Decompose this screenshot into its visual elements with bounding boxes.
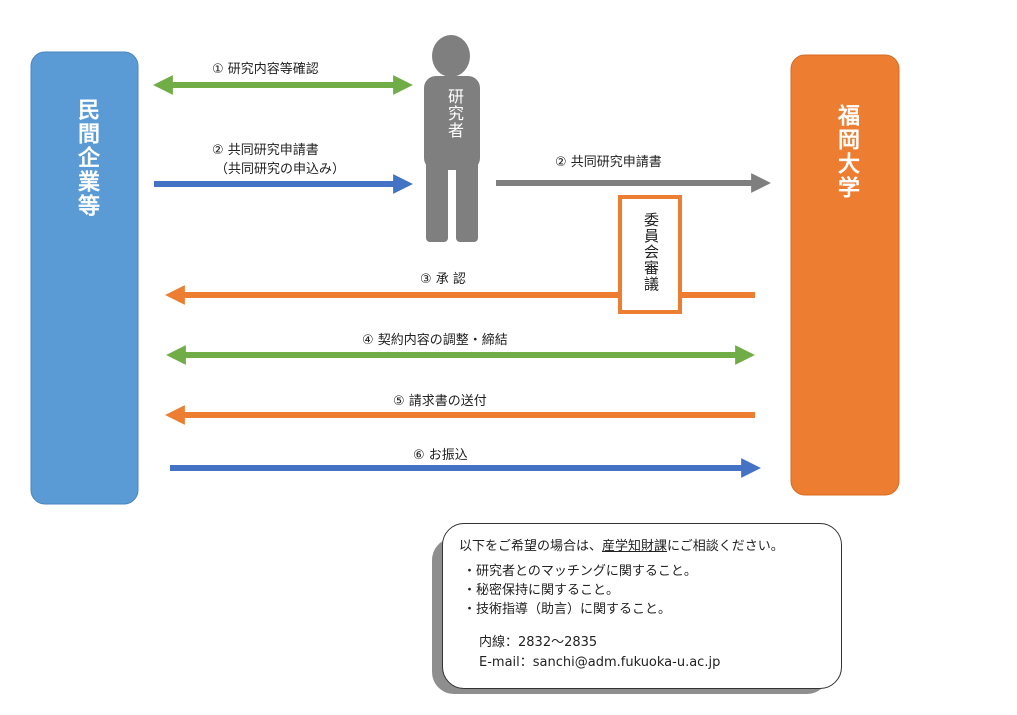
- step-4-label: ④ 契約内容の調整・締結: [362, 333, 508, 348]
- company-box: [30, 51, 139, 505]
- contact-item: ・技術指導（助言）に関すること。: [463, 602, 672, 617]
- researcher-label: 研究者: [445, 88, 464, 139]
- contact-email: E-mail：sanchi@adm.fukuoka-u.ac.jp: [479, 655, 721, 670]
- researcher-figure-icon: [424, 35, 480, 242]
- contact-extension: 内線：2832～2835: [479, 635, 598, 650]
- university-box: [790, 54, 900, 496]
- committee-label: 委員会審議: [642, 212, 660, 292]
- step-1-label: ① 研究内容等確認: [212, 62, 319, 77]
- contact-item: ・秘密保持に関すること。: [463, 583, 620, 598]
- contact-item: ・研究者とのマッチングに関すること。: [463, 564, 697, 579]
- contact-intro: 以下をご希望の場合は、産学知財課にご相談ください。: [459, 537, 784, 556]
- contact-intro-before: 以下をご希望の場合は、: [459, 539, 603, 554]
- step-2-label: ② 共同研究申請書: [212, 143, 319, 158]
- step-6-label: ⑥ お振込: [413, 448, 468, 463]
- contact-note: 以下をご希望の場合は、産学知財課にご相談ください。 ・研究者とのマッチングに関す…: [442, 523, 842, 689]
- university-label: 福岡大学: [834, 104, 859, 200]
- contact-department: 産学知財課: [602, 539, 668, 554]
- step-2-university-label: ② 共同研究申請書: [555, 155, 662, 170]
- company-label: 民間企業等: [74, 98, 99, 218]
- step-5-label: ⑤ 請求書の送付: [393, 394, 487, 409]
- step-3-label: ③ 承 認: [420, 272, 466, 287]
- step-2-sublabel: （共同研究の申込み）: [215, 162, 346, 177]
- committee-box: [618, 195, 682, 314]
- contact-intro-after: にご相談ください。: [667, 539, 784, 554]
